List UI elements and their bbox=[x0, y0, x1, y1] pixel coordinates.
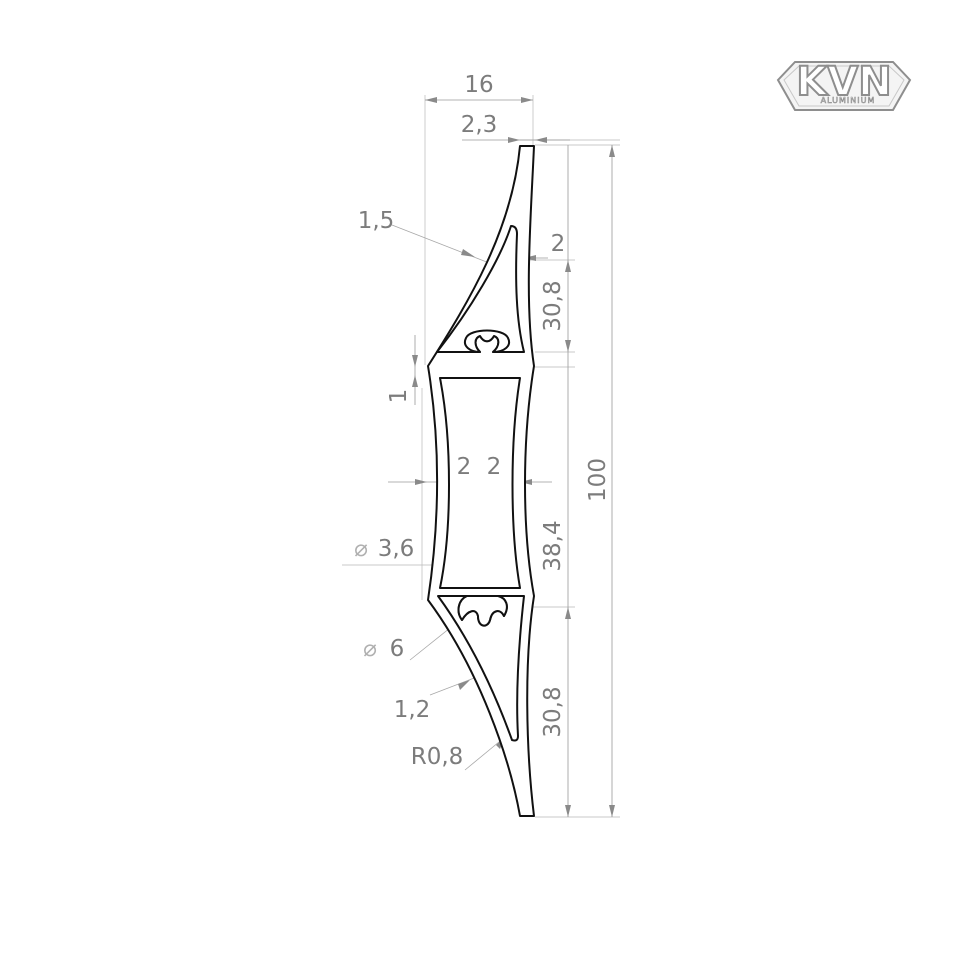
dim-offset: 1 bbox=[386, 389, 412, 404]
dim-hole-large: 6 bbox=[390, 636, 405, 662]
dim-hole-small: 3,6 bbox=[378, 536, 415, 562]
dim-height-bottom: 30,8 bbox=[540, 686, 566, 737]
dim-wall-right: 2 bbox=[487, 454, 502, 480]
dim-height-top: 30,8 bbox=[540, 280, 566, 331]
diameter-symbol-large: ⌀ bbox=[363, 636, 377, 662]
dim-height-middle: 38,4 bbox=[540, 520, 566, 571]
diameter-symbol-small: ⌀ bbox=[354, 536, 368, 562]
dim-height-total: 100 bbox=[585, 458, 611, 502]
dim-wall-left: 2 bbox=[457, 454, 472, 480]
dim-radius: R0,8 bbox=[411, 744, 464, 770]
dim-wall-top: 2 bbox=[551, 231, 566, 257]
dimension-labels: 16 2,3 1,5 2 30,8 100 1 2 2 38,4 ⌀ 3,6 ⌀… bbox=[354, 72, 611, 770]
dim-width-total: 16 bbox=[464, 72, 493, 98]
middle-cavity bbox=[439, 377, 521, 589]
logo-subtitle: ALUMINIUM bbox=[821, 96, 876, 105]
dim-skin-thickness: 1,5 bbox=[358, 208, 395, 234]
dim-wall-lower: 1,2 bbox=[394, 697, 431, 723]
kvn-aluminium-logo: KVN ALUMINIUM bbox=[776, 58, 912, 111]
top-hole-clip bbox=[464, 329, 510, 353]
profile-section bbox=[427, 145, 535, 817]
logo-letters: KVN bbox=[796, 59, 891, 105]
dim-tip-width: 2,3 bbox=[461, 112, 498, 138]
bottom-hole-clip bbox=[457, 595, 508, 627]
